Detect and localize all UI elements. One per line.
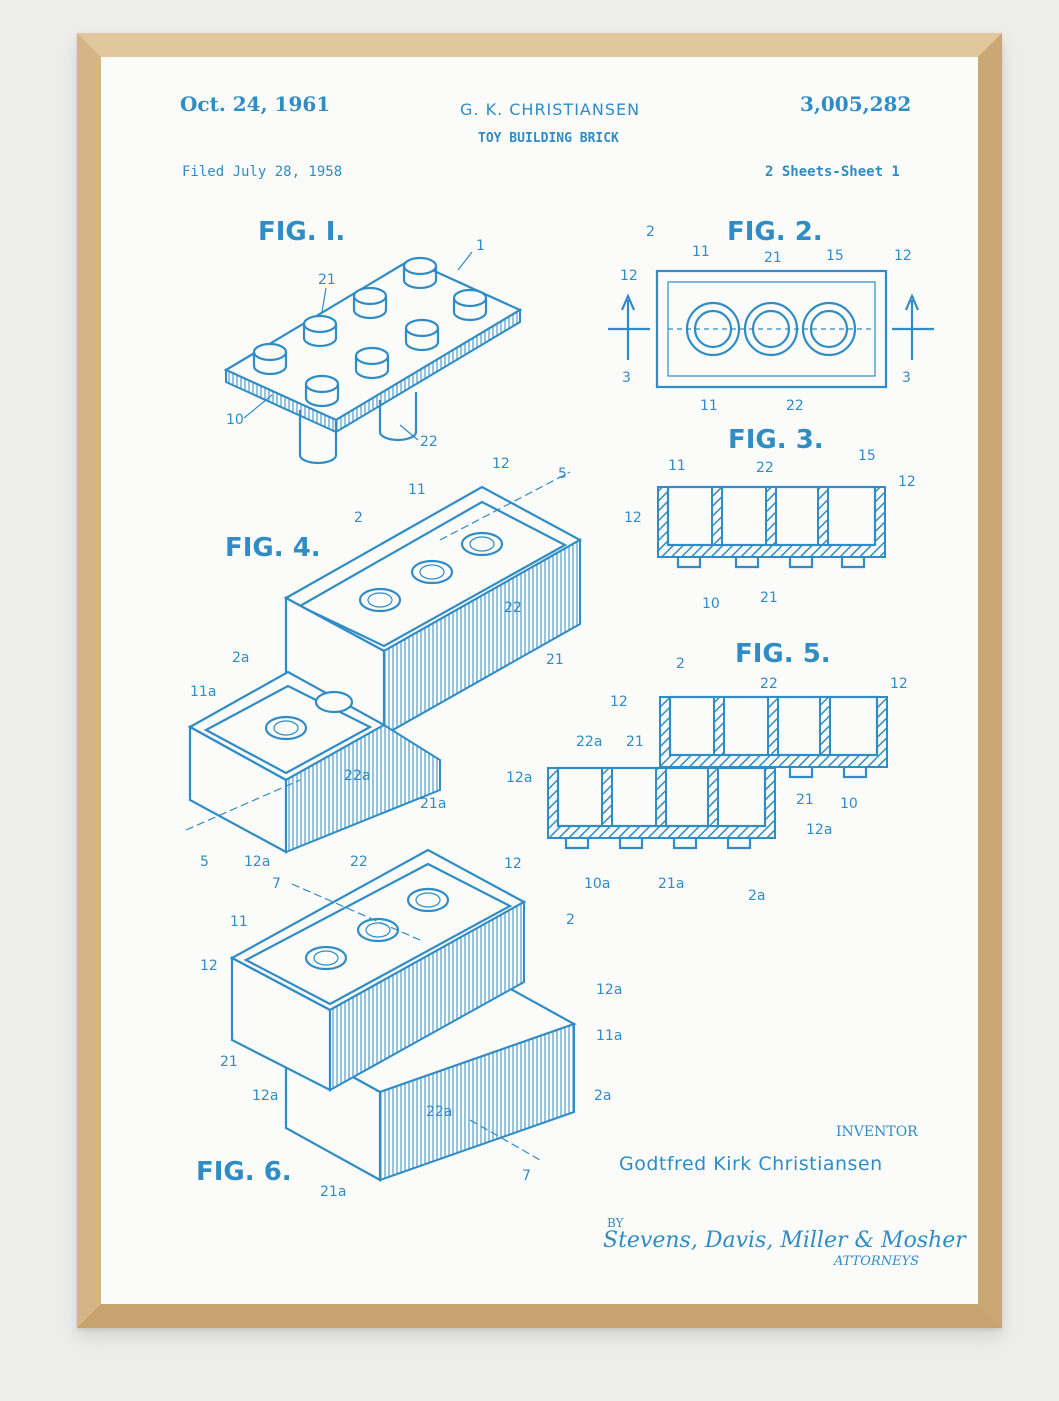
svg-text:11: 11 xyxy=(408,482,426,498)
svg-text:12: 12 xyxy=(200,958,218,974)
patent-sheets: 2 Sheets-Sheet 1 xyxy=(765,164,900,180)
svg-text:21: 21 xyxy=(764,250,782,266)
figure-6: FIG. 6. 22 12 7 11 2 12 12a 11a 21 12a 2… xyxy=(196,848,622,1200)
svg-text:22: 22 xyxy=(756,460,774,476)
svg-text:3: 3 xyxy=(902,370,911,386)
svg-text:21: 21 xyxy=(626,734,644,750)
svg-text:12: 12 xyxy=(898,474,916,490)
picture-frame xyxy=(77,33,1002,1328)
svg-text:2: 2 xyxy=(646,224,655,240)
svg-text:12: 12 xyxy=(894,248,912,264)
svg-text:22a: 22a xyxy=(344,768,370,784)
svg-text:21a: 21a xyxy=(420,796,446,812)
figure-3: FIG. 3. 11 22 15 12 12 10 21 xyxy=(624,425,916,612)
by-label: BY xyxy=(607,1216,624,1230)
svg-text:12a: 12a xyxy=(506,770,532,786)
fig6-label: FIG. 6. xyxy=(196,1157,292,1187)
svg-text:3: 3 xyxy=(622,370,631,386)
fig1-studs xyxy=(252,256,488,408)
attorneys-label: ATTORNEYS xyxy=(834,1254,920,1269)
svg-text:10: 10 xyxy=(702,596,720,612)
svg-text:22: 22 xyxy=(786,398,804,414)
svg-text:11a: 11a xyxy=(596,1028,622,1044)
inventor-name: Godtfred Kirk Christiansen xyxy=(619,1153,883,1175)
svg-text:2a: 2a xyxy=(232,650,250,666)
svg-text:11: 11 xyxy=(230,914,248,930)
figure-2: FIG. 2. 3 3 2 11 21 15 12 12 11 22 xyxy=(608,217,934,414)
svg-text:5: 5 xyxy=(200,854,209,870)
svg-text:22a: 22a xyxy=(426,1104,452,1120)
fig2-label: FIG. 2. xyxy=(727,217,823,247)
svg-text:11: 11 xyxy=(700,398,718,414)
svg-text:21: 21 xyxy=(760,590,778,606)
svg-text:12: 12 xyxy=(624,510,642,526)
svg-text:22: 22 xyxy=(420,434,438,450)
svg-text:12: 12 xyxy=(610,694,628,710)
svg-text:2: 2 xyxy=(676,656,685,672)
svg-text:12: 12 xyxy=(890,676,908,692)
svg-text:22: 22 xyxy=(504,600,522,616)
svg-text:11: 11 xyxy=(668,458,686,474)
svg-text:2: 2 xyxy=(566,912,575,928)
svg-text:15: 15 xyxy=(858,448,876,464)
svg-text:10a: 10a xyxy=(584,876,610,892)
svg-text:1: 1 xyxy=(476,238,485,254)
svg-text:2: 2 xyxy=(354,510,363,526)
svg-text:7: 7 xyxy=(272,876,281,892)
patent-date: Oct. 24, 1961 xyxy=(180,92,331,116)
patent-inventor-header: G. K. CHRISTIANSEN xyxy=(460,100,641,119)
fig4-label: FIG. 4. xyxy=(225,533,321,563)
figure-5: FIG. 5. 2 22 12 12 22a 21 12a 21 10 12a … xyxy=(506,639,908,904)
svg-text:2a: 2a xyxy=(594,1088,612,1104)
svg-text:21a: 21a xyxy=(658,876,684,892)
figure-4: FIG. 4. 12 11 2 5 22 21 2a 11a 22a 21a 5… xyxy=(185,456,583,870)
svg-text:21a: 21a xyxy=(320,1184,346,1200)
svg-text:12a: 12a xyxy=(252,1088,278,1104)
svg-text:11: 11 xyxy=(692,244,710,260)
svg-text:12: 12 xyxy=(504,856,522,872)
svg-text:21: 21 xyxy=(318,272,336,288)
svg-text:12a: 12a xyxy=(596,982,622,998)
patent-number: 3,005,282 xyxy=(800,92,912,116)
svg-text:12a: 12a xyxy=(806,822,832,838)
svg-text:7: 7 xyxy=(522,1168,531,1184)
svg-text:10: 10 xyxy=(226,412,244,428)
svg-text:21: 21 xyxy=(796,792,814,808)
svg-text:22: 22 xyxy=(350,854,368,870)
svg-text:5: 5 xyxy=(558,466,567,482)
attorney-signature: Stevens, Davis, Miller & Mosher xyxy=(603,1228,966,1253)
patent-title: TOY BUILDING BRICK xyxy=(478,131,619,146)
inventor-label: INVENTOR xyxy=(836,1124,918,1140)
svg-text:10: 10 xyxy=(840,796,858,812)
svg-text:12: 12 xyxy=(620,268,638,284)
svg-text:11a: 11a xyxy=(190,684,216,700)
svg-text:12: 12 xyxy=(492,456,510,472)
svg-text:22a: 22a xyxy=(576,734,602,750)
svg-text:2a: 2a xyxy=(748,888,766,904)
svg-text:22: 22 xyxy=(760,676,778,692)
fig5-label: FIG. 5. xyxy=(735,639,831,669)
svg-text:21: 21 xyxy=(220,1054,238,1070)
svg-text:15: 15 xyxy=(826,248,844,264)
svg-text:12a: 12a xyxy=(244,854,270,870)
fig1-label: FIG. I. xyxy=(258,217,345,247)
patent-filed-date: Filed July 28, 1958 xyxy=(182,164,343,180)
svg-text:21: 21 xyxy=(546,652,564,668)
figure-1: FIG. I. 1 21 10 22 xyxy=(223,217,523,465)
fig3-label: FIG. 3. xyxy=(728,425,824,455)
